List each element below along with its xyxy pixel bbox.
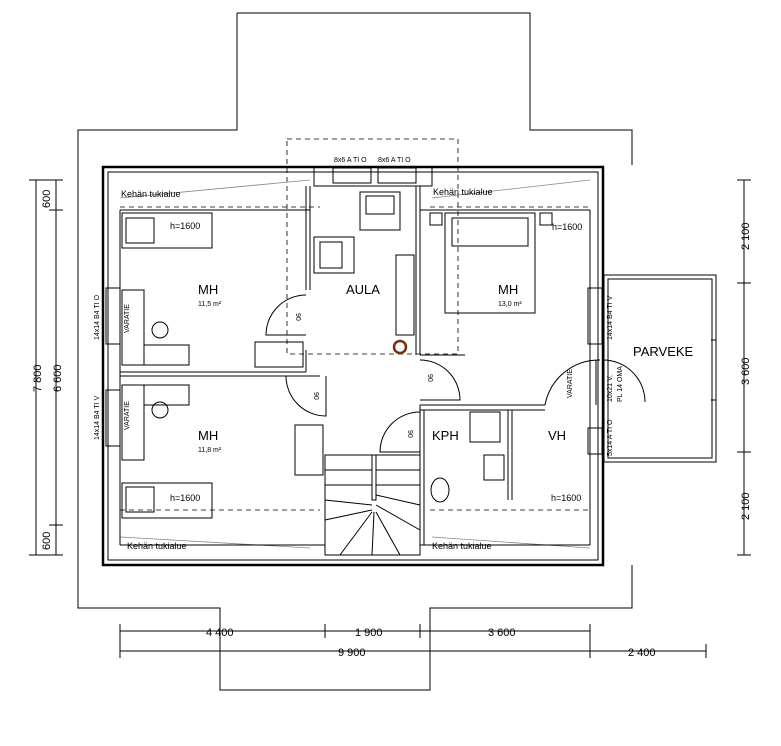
window-label-right-bottom: 5x14 A TI O	[607, 419, 614, 456]
room-kph-name: KPH	[432, 428, 459, 443]
dimension-lines-left	[29, 179, 63, 556]
interior-walls	[119, 186, 591, 546]
dim-left-outer: 7 800	[32, 364, 44, 392]
staircase	[324, 454, 421, 556]
room-mh-bottom-left-area: 11,8 m²	[198, 447, 222, 454]
door-width-2: 90	[312, 392, 319, 400]
furniture	[121, 191, 553, 519]
support-zone-label-tl: Kehän tukialue	[121, 189, 181, 199]
room-mh-bottom-left-name: MH	[198, 428, 218, 443]
dim-left-inner: 6 600	[52, 364, 64, 392]
roof-outline	[77, 12, 633, 691]
dimension-lines-right	[737, 179, 751, 556]
dim-bottom-balcony: 2 400	[628, 647, 656, 659]
dim-left-bottom: 600	[41, 532, 53, 550]
room-mh-top-left-area: 11,5 m²	[198, 301, 222, 308]
door-width-1: 90	[294, 313, 301, 321]
door-width-3: 90	[426, 374, 433, 382]
escape-route-label-right: VARATIE	[567, 369, 574, 398]
bed-height-vh: h=1600	[551, 493, 581, 503]
dim-bottom-2: 1 900	[355, 627, 383, 639]
balcony	[603, 274, 717, 463]
dim-right-1: 2 100	[740, 222, 752, 250]
bed-height-right: h=1600	[552, 222, 582, 232]
room-parveke-name: PARVEKE	[633, 344, 694, 359]
window-label-top-1: 8x6 A TI O	[334, 157, 367, 164]
room-vh-name: VH	[548, 428, 566, 443]
room-aula-name: AULA	[346, 282, 380, 297]
dim-bottom-3: 3 600	[488, 627, 516, 639]
support-zone-label-tr: Kehän tukialue	[433, 187, 493, 197]
dim-left-top: 600	[41, 190, 53, 208]
support-zone-label-bl: Kehän tukialue	[127, 541, 187, 551]
window-label-left-top: 14x14 B4 TI O	[94, 294, 101, 340]
dimension-lines-bottom	[119, 624, 707, 658]
window-label-right-mid-1: 10x21 V,	[607, 375, 614, 402]
escape-route-label-top: VARATIE	[124, 304, 131, 333]
window-label-right-top: 14x14 B4 TI V	[607, 295, 614, 340]
room-mh-top-left-name: MH	[198, 282, 218, 297]
room-mh-right-area: 13,0 m²	[498, 301, 522, 308]
support-zone-label-br: Kehän tukialue	[432, 541, 492, 551]
escape-route-label-bottom: VARATIE	[124, 401, 131, 430]
window-label-left-bottom: 14x14 B4 TI V	[94, 395, 101, 440]
dim-right-3: 2 100	[740, 492, 752, 520]
support-zone-lines	[119, 179, 591, 549]
bed-height-top-left: h=1600	[170, 221, 200, 231]
door-width-4: 90	[406, 430, 413, 438]
dim-bottom-total: 9 900	[338, 647, 366, 659]
bed-height-bottom-left: h=1600	[170, 493, 200, 503]
dormer	[286, 138, 459, 355]
dim-bottom-1: 4 400	[206, 627, 234, 639]
room-mh-right-name: MH	[498, 282, 518, 297]
windows	[105, 287, 603, 455]
doors	[265, 294, 646, 453]
window-label-right-mid-2: PL 14 OMA	[617, 366, 624, 402]
window-label-top-2: 8x6 A TI O	[378, 157, 411, 164]
dim-right-2: 3 600	[740, 357, 752, 385]
